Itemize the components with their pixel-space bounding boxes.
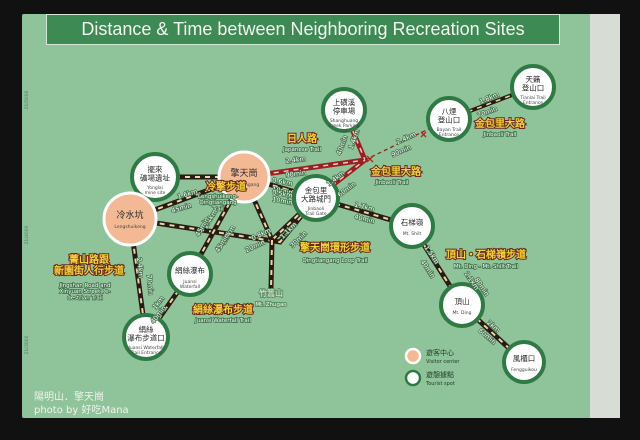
segment-14-time: 70min	[145, 274, 155, 295]
trail-lengshuikeng-jinbaoli-dash	[129, 197, 317, 244]
site-zhugao-name-en: Mt. Zhugao	[255, 302, 287, 308]
site-lengshuikeng	[102, 191, 158, 247]
site-ding	[439, 282, 485, 328]
legend-visitor_center-en: Visitor center	[426, 359, 460, 365]
site-juansi_entrance	[122, 313, 170, 361]
trail-name-5-en: Qingtiangang Loop Trail	[302, 258, 368, 264]
legend-tourist_spot-en: Tourist spot	[425, 381, 455, 387]
side-tick-1: 21(5000	[24, 90, 30, 109]
site-qingtiangang-name-en: Qingtiangang	[229, 182, 260, 188]
side-tick-3: 21(3000	[24, 335, 30, 354]
watermark-line-1: 陽明山．擎天崗	[34, 392, 104, 403]
site-bayan	[426, 96, 472, 142]
map-title: Distance & Time between Neighboring Recr…	[81, 19, 525, 39]
trail-crossing-mark-1	[366, 155, 374, 163]
site-fengguikou-name-en: Fengguikou	[511, 367, 537, 373]
segment-14-distance: 2.4km	[135, 257, 145, 278]
segment-11-time: 45min	[214, 232, 231, 254]
watermark-line-2: photo by 好吃Mana	[34, 405, 129, 416]
trail-name-2-en: Jinbaoli Trail	[375, 180, 409, 186]
site-qingtiangang-name-zh: 擎天崗	[230, 167, 257, 179]
site-ding-name-en: Mt. Ding	[453, 310, 472, 316]
trail-name-7-zh: 絹絲瀑布步道	[193, 303, 253, 316]
site-yonglai	[130, 152, 180, 202]
legend-tourist_spot-swatch	[404, 369, 422, 387]
site-lengshuikeng-name-en: Lengshuikeng	[114, 224, 145, 230]
segment-1-time: 90min	[285, 169, 306, 180]
trail-name-1-zh: 日人路	[287, 132, 318, 145]
board-edge-glare	[590, 14, 620, 418]
trail-name-3-zh: 金包里大路	[474, 117, 526, 130]
site-shilt-name-zh: 石梯嶺	[401, 217, 424, 227]
trail-name-5-zh: 擎天崗環形步道	[300, 241, 370, 254]
site-yonglai-name-zh: 擺來礦場遺址	[140, 164, 170, 182]
site-shilt	[389, 203, 435, 249]
segment-1-distance: 2.4km	[285, 155, 306, 166]
site-juansi_entrance-name-zh: 絹絲瀑布步道口	[127, 324, 165, 342]
site-jinbaoli-name-zh: 金包里大路城門	[301, 185, 331, 203]
site-shanghuang	[321, 87, 367, 133]
site-jinbaoli	[292, 174, 340, 222]
site-fengguikou	[502, 340, 546, 384]
site-lengshuikeng-name-zh: 冷水坑	[116, 209, 143, 221]
site-shilt-name-en: Mt. Shilt	[403, 231, 422, 237]
site-shanghuang-name-zh: 上磺溪停車場	[333, 97, 356, 115]
trail-name-3-en: Jinbaoli Trail	[483, 132, 517, 138]
site-juansi_waterfall	[167, 251, 213, 297]
site-fengguikou-name-zh: 風櫃口	[513, 353, 536, 363]
trail-loop-zhugao-dash	[270, 239, 273, 291]
trail-name-8-zh: 菁山路跟新園街人行步道	[54, 253, 124, 277]
trail-name-4-zh: 冷擎步道	[206, 180, 246, 193]
side-tick-2: 21(4000	[24, 225, 30, 244]
site-qingtiangang	[217, 150, 271, 204]
site-tianlai	[510, 64, 556, 110]
legend-visitor_center-zh: 遊客中心	[426, 348, 454, 357]
legend-tourist_spot-zh: 遊憩據點	[426, 370, 454, 379]
site-zhugao-name-zh: 竹篙山	[259, 288, 283, 298]
trail-name-6-en: Mt. Ding - Mt. Shilt Trail	[454, 264, 519, 270]
site-tianlai-name-zh: 天籟登山口	[522, 74, 545, 92]
trail-name-1-en: Japanese Trail	[282, 147, 321, 153]
trail-name-7-en: Juansi Waterfall Trail	[194, 318, 251, 324]
site-bayan-name-zh: 八煙登山口	[438, 107, 461, 124]
trail-name-2-zh: 金包里大路	[370, 165, 422, 178]
trail-name-6-zh: 頂山・石梯嶺步道	[446, 248, 526, 261]
legend-visitor_center-swatch	[404, 347, 422, 365]
trail-crossing-mark-2	[420, 131, 427, 138]
title-banner: Distance & Time between Neighboring Recr…	[46, 14, 560, 45]
site-ding-name-zh: 頂山	[455, 296, 470, 306]
site-juansi_waterfall-name-zh: 絹絲瀑布	[175, 265, 205, 275]
